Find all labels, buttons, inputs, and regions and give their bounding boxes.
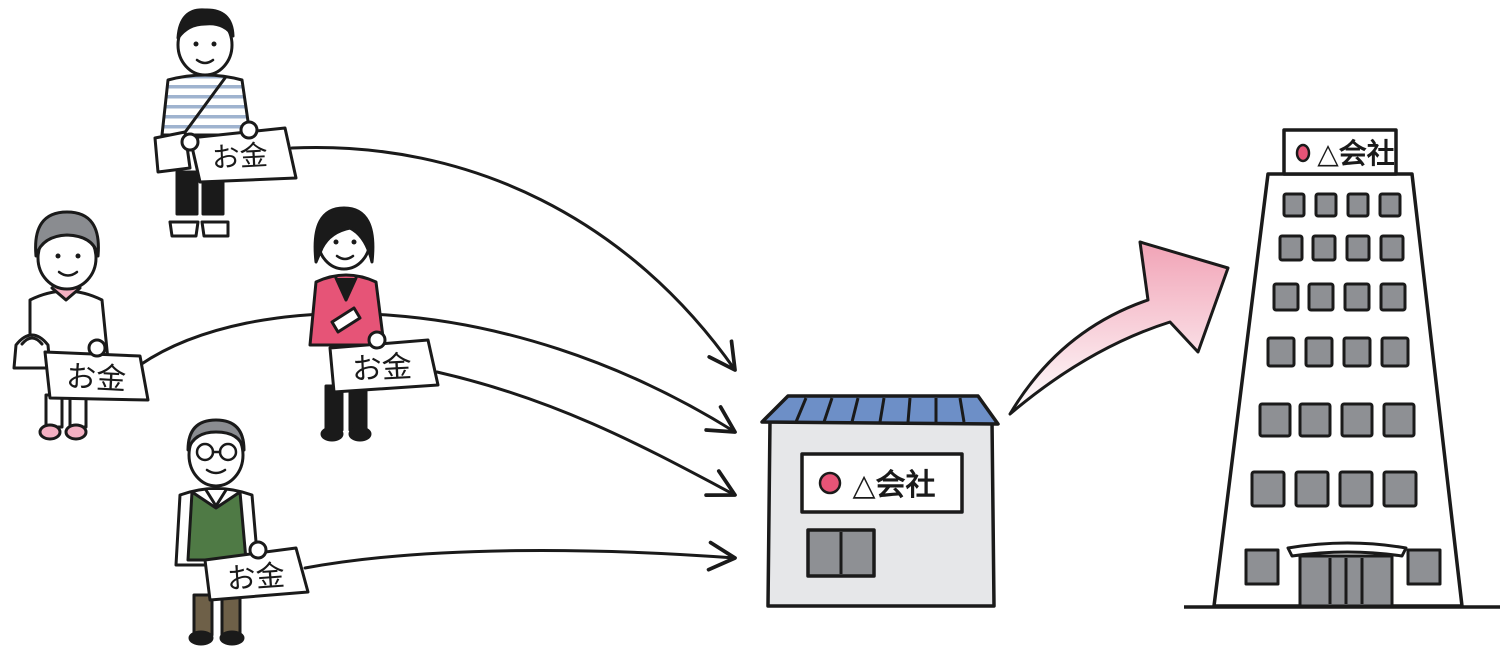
money-sign-text: お金 (211, 139, 269, 175)
tower-window (1260, 404, 1290, 436)
tower-window (1348, 194, 1368, 216)
tower-window (1380, 194, 1400, 216)
money-sign-text: お金 (351, 349, 413, 387)
hand (182, 134, 198, 150)
tower-window (1381, 236, 1403, 260)
growth-arrow (1010, 242, 1228, 414)
small-company-roof (762, 396, 998, 424)
money-sign-woman: お金 (330, 340, 438, 392)
tower-window (1340, 472, 1372, 506)
tower-window (1347, 236, 1369, 260)
tower-window (1381, 284, 1405, 310)
tower-window (1268, 338, 1294, 366)
tower-window (1274, 284, 1298, 310)
tower-window (1300, 404, 1330, 436)
tower-window (1309, 284, 1333, 310)
tower-window (1342, 404, 1372, 436)
money-sign-elderly-woman: お金 (45, 352, 148, 400)
large-company-side-window (1246, 550, 1278, 584)
tower-window (1296, 472, 1328, 506)
flow-arrow-elderly-man (305, 550, 735, 568)
hand (241, 122, 257, 138)
tower-window (1313, 236, 1335, 260)
investor-young-man (155, 10, 250, 236)
large-company-tower (1214, 174, 1462, 606)
investor-woman (310, 208, 384, 440)
hand (369, 332, 385, 348)
tower-window (1284, 194, 1304, 216)
investor-elderly-man (176, 420, 258, 644)
tower-window (1384, 404, 1414, 436)
tower-window (1344, 338, 1370, 366)
company-logo-circle (1297, 145, 1309, 161)
investor-elderly-woman (14, 212, 108, 439)
tower-window (1306, 338, 1332, 366)
tower-window (1382, 338, 1408, 366)
tower-window (1345, 284, 1369, 310)
large-company-building (1184, 130, 1500, 607)
money-sign-text: お金 (226, 558, 286, 596)
large-company-side-window (1408, 550, 1440, 584)
tower-window (1280, 236, 1302, 260)
money-sign-text: お金 (65, 359, 127, 397)
flow-arrow-woman (437, 372, 735, 495)
large-company-sign-text: △会社 (1317, 137, 1395, 170)
small-company-sign-text: △会社 (852, 468, 935, 503)
company-logo-circle (820, 473, 840, 493)
hand (250, 542, 266, 558)
tower-window (1316, 194, 1336, 216)
tower-window (1252, 472, 1284, 506)
tower-window (1384, 472, 1416, 506)
hand (89, 340, 105, 356)
